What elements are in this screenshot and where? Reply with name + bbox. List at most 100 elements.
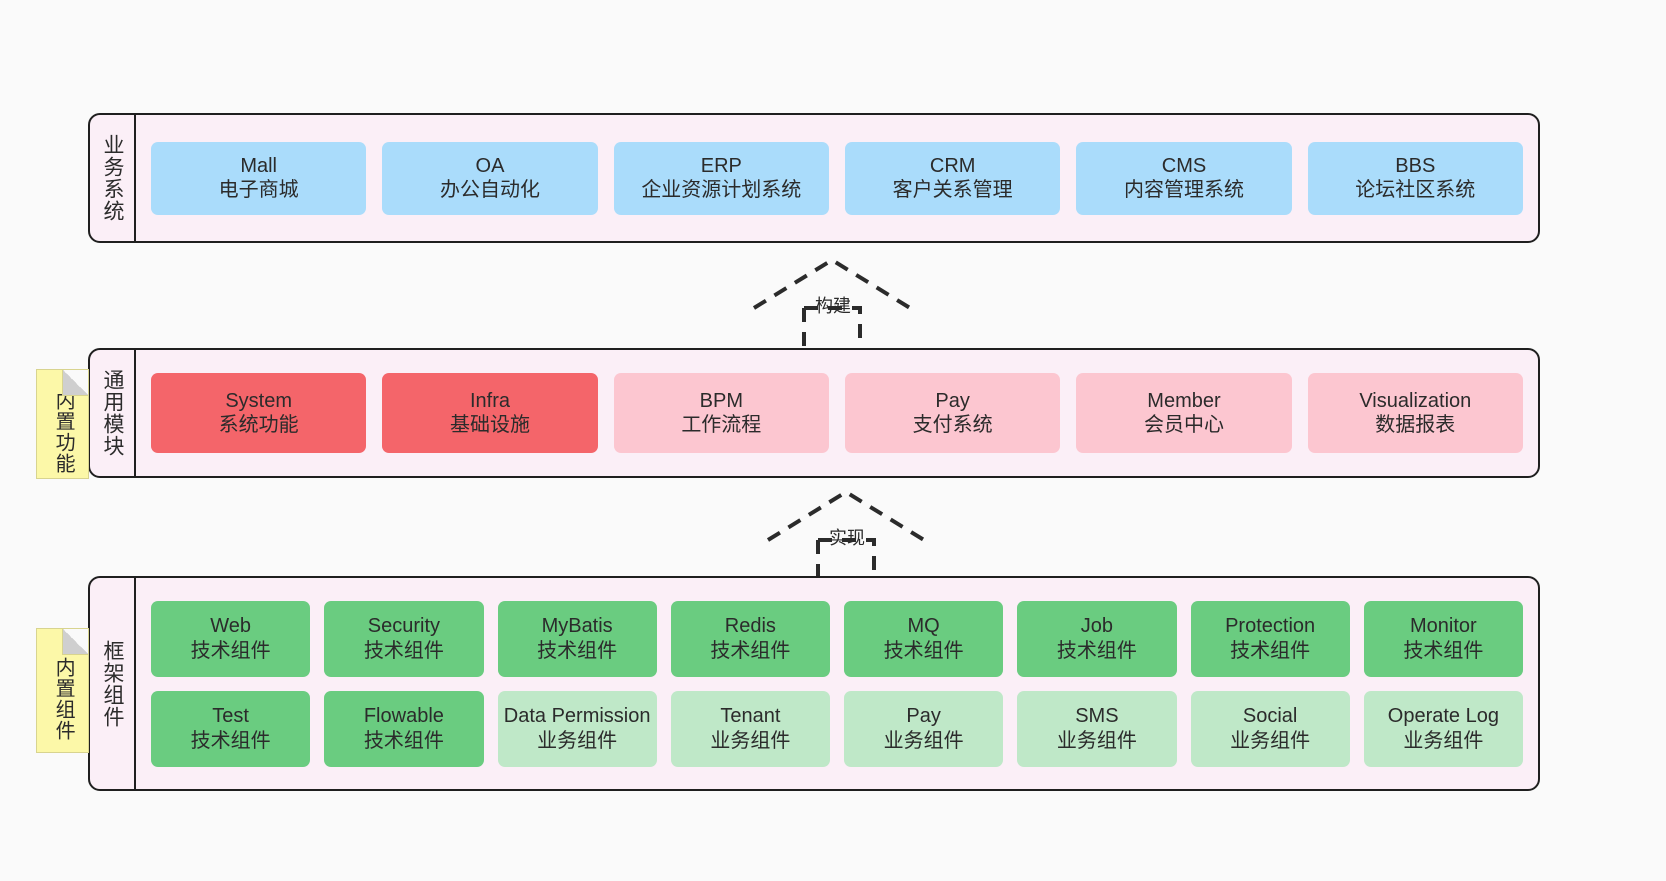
- card-title: CMS: [1161, 154, 1207, 177]
- card-title: Job: [1080, 615, 1113, 638]
- card-subtitle: 业务组件: [1403, 729, 1484, 752]
- arrow-build-label: 构建: [815, 296, 851, 316]
- card-subtitle: 技术组件: [363, 639, 444, 662]
- card-data-permission[interactable]: Data Permission 业务组件: [497, 690, 657, 767]
- card-bpm[interactable]: BPM 工作流程: [613, 373, 829, 453]
- card-subtitle: 客户关系管理: [892, 179, 1013, 201]
- card-title: MQ: [907, 615, 940, 638]
- card-bbs[interactable]: BBS 论坛社区系统: [1307, 141, 1523, 215]
- card-title: Operate Log: [1387, 705, 1499, 728]
- card-title: Pay: [906, 705, 941, 728]
- arrow-implement: 实现: [766, 488, 926, 578]
- note-builtin-function: 内置功能: [36, 369, 89, 479]
- card-mq[interactable]: MQ 技术组件: [844, 600, 1004, 677]
- card-title: Social: [1242, 705, 1298, 728]
- card-title: Redis: [724, 615, 776, 638]
- card-crm[interactable]: CRM 客户关系管理: [844, 141, 1061, 215]
- dashed-generalization-arrow-icon: [766, 489, 926, 578]
- card-title: SMS: [1075, 705, 1119, 728]
- card-subtitle: 技术组件: [883, 639, 964, 662]
- layer-common-module: 通用模块 System 系统功能 Infra 基础设施 BPM 工作流程 Pay: [88, 348, 1540, 478]
- card-cms[interactable]: CMS 内容管理系统: [1076, 141, 1292, 215]
- card-title: Pay: [935, 389, 970, 412]
- card-sms[interactable]: SMS 业务组件: [1017, 690, 1177, 767]
- card-title: Tenant: [720, 705, 781, 728]
- card-title: Protection: [1225, 615, 1316, 638]
- card-visualization[interactable]: Visualization 数据报表: [1307, 373, 1523, 453]
- card-protection[interactable]: Protection 技术组件: [1190, 600, 1350, 677]
- card-subtitle: 技术组件: [537, 639, 618, 662]
- card-security[interactable]: Security 技术组件: [324, 600, 484, 677]
- card-subtitle: 工作流程: [681, 414, 762, 436]
- card-subtitle: 电子商城: [218, 179, 299, 201]
- card-subtitle: 支付系统: [912, 414, 993, 436]
- card-title: Member: [1147, 389, 1221, 412]
- card-title: Data Permission: [503, 705, 651, 728]
- card-subtitle: 技术组件: [710, 639, 791, 662]
- arrow-build: 构建: [752, 256, 912, 346]
- card-title: Visualization: [1359, 389, 1472, 412]
- card-subtitle: 技术组件: [1403, 639, 1484, 662]
- card-pay-module[interactable]: Pay 支付系统: [844, 373, 1061, 453]
- card-subtitle: 技术组件: [1230, 639, 1311, 662]
- note-label: 内置功能: [52, 390, 75, 474]
- card-system[interactable]: System 系统功能: [151, 373, 367, 453]
- card-member[interactable]: Member 会员中心: [1076, 373, 1292, 453]
- note-label: 内置组件: [52, 656, 75, 741]
- layer-body-business-system: Mall 电子商城 OA 办公自动化 ERP 企业资源计划系统 CRM 客户关系…: [136, 115, 1538, 241]
- arrow-implement-label: 实现: [829, 528, 865, 548]
- layer-body-common-module: System 系统功能 Infra 基础设施 BPM 工作流程 Pay 支付系统…: [136, 350, 1538, 476]
- card-pay-component[interactable]: Pay 业务组件: [844, 690, 1004, 767]
- card-subtitle: 业务组件: [883, 729, 964, 752]
- card-erp[interactable]: ERP 企业资源计划系统: [613, 141, 829, 215]
- card-subtitle: 企业资源计划系统: [641, 179, 802, 201]
- card-operate-log[interactable]: Operate Log 业务组件: [1363, 690, 1523, 767]
- card-title: Infra: [469, 389, 510, 412]
- card-tenant[interactable]: Tenant 业务组件: [670, 690, 830, 767]
- card-web[interactable]: Web 技术组件: [151, 600, 311, 677]
- card-subtitle: 论坛社区系统: [1355, 179, 1476, 201]
- card-title: Monitor: [1410, 615, 1477, 638]
- card-redis[interactable]: Redis 技术组件: [670, 600, 830, 677]
- card-monitor[interactable]: Monitor 技术组件: [1363, 600, 1523, 677]
- card-subtitle: 技术组件: [1056, 639, 1137, 662]
- card-subtitle: 业务组件: [710, 729, 791, 752]
- card-title: MyBatis: [541, 615, 613, 638]
- card-subtitle: 业务组件: [1230, 729, 1311, 752]
- card-infra[interactable]: Infra 基础设施: [382, 373, 598, 453]
- framework-cards-row-1: Web 技术组件 Security 技术组件 MyBatis 技术组件 Redi…: [151, 600, 1523, 677]
- business-cards-row: Mall 电子商城 OA 办公自动化 ERP 企业资源计划系统 CRM 客户关系…: [151, 141, 1523, 215]
- card-title: Mall: [240, 154, 277, 177]
- layer-title-framework-component: 框架组件: [90, 578, 136, 789]
- card-social[interactable]: Social 业务组件: [1190, 690, 1350, 767]
- note-builtin-component: 内置组件: [36, 628, 89, 753]
- card-title: System: [225, 389, 292, 412]
- card-mybatis[interactable]: MyBatis 技术组件: [497, 600, 657, 677]
- card-subtitle: 业务组件: [537, 729, 618, 752]
- layer-title-common-module: 通用模块: [90, 350, 136, 476]
- card-subtitle: 内容管理系统: [1123, 179, 1244, 201]
- card-subtitle: 技术组件: [363, 729, 444, 752]
- card-subtitle: 办公自动化: [439, 179, 540, 201]
- card-title: Test: [212, 705, 249, 728]
- layer-framework-component: 框架组件 Web 技术组件 Security 技术组件 MyBatis 技术组件…: [88, 576, 1540, 791]
- card-test[interactable]: Test 技术组件: [151, 690, 311, 767]
- note-fold-corner-icon: [62, 629, 88, 655]
- card-title: Security: [367, 615, 440, 638]
- card-title: BPM: [699, 389, 743, 412]
- card-subtitle: 系统功能: [218, 414, 299, 436]
- layer-body-framework-component: Web 技术组件 Security 技术组件 MyBatis 技术组件 Redi…: [136, 578, 1538, 789]
- card-oa[interactable]: OA 办公自动化: [382, 141, 598, 215]
- card-subtitle: 技术组件: [190, 729, 271, 752]
- card-mall[interactable]: Mall 电子商城: [151, 141, 367, 215]
- card-title: Web: [210, 615, 251, 638]
- card-subtitle: 基础设施: [449, 414, 530, 436]
- card-flowable[interactable]: Flowable 技术组件: [324, 690, 484, 767]
- card-subtitle: 数据报表: [1375, 414, 1456, 436]
- card-job[interactable]: Job 技术组件: [1017, 600, 1177, 677]
- framework-cards-row-2: Test 技术组件 Flowable 技术组件 Data Permission …: [151, 690, 1523, 767]
- card-title: Flowable: [363, 705, 444, 728]
- dashed-generalization-arrow-icon: [752, 257, 912, 346]
- note-fold-corner-icon: [62, 370, 88, 396]
